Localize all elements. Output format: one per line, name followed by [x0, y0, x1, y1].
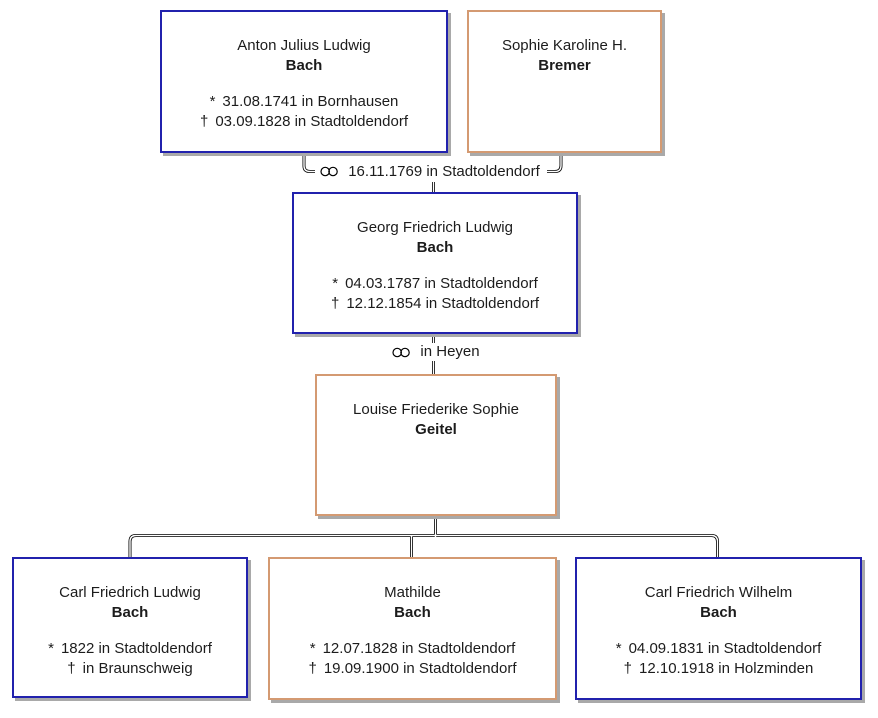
death-text: in Braunschweig — [82, 660, 193, 677]
marriage-label-georg-louise: in Heyen — [336, 342, 536, 362]
surname: Geitel — [415, 421, 457, 438]
death-symbol: † — [200, 113, 209, 130]
given-names: Mathilde — [384, 584, 441, 601]
death-symbol: † — [67, 660, 76, 677]
death-line: † 19.09.1900 in Stadtoldendorf — [270, 659, 555, 679]
person-box-anton-bach[interactable]: Anton Julius Ludwig Bach * 31.08.1741 in … — [160, 10, 448, 153]
surname: Bremer — [538, 57, 591, 74]
marriage-rings-icon — [392, 347, 412, 358]
death-text: 12.12.1854 in Stadtoldendorf — [346, 295, 539, 312]
person-name: Louise Friederike Sophie Geitel — [317, 400, 555, 440]
death-text: 19.09.1900 in Stadtoldendorf — [323, 660, 517, 677]
death-line: † 12.12.1854 in Stadtoldendorf — [294, 294, 576, 314]
person-box-louise-geitel[interactable]: Louise Friederike Sophie Geitel — [315, 374, 557, 516]
death-text: 12.10.1918 in Holzminden — [639, 660, 814, 677]
person-name: Sophie Karoline H. Bremer — [469, 36, 660, 76]
given-names: Sophie Karoline H. — [501, 37, 628, 54]
person-box-mathilde-bach[interactable]: Mathilde Bach * 12.07.1828 in Stadtoldend… — [268, 557, 557, 700]
person-name: Georg Friedrich Ludwig Bach — [294, 218, 576, 258]
surname: Bach — [394, 604, 431, 621]
birth-symbol: * — [332, 275, 339, 292]
person-box-georg-bach[interactable]: Georg Friedrich Ludwig Bach * 04.03.1787 … — [292, 192, 578, 334]
marriage-place: in Heyen — [420, 343, 480, 360]
person-box-carl-friedrich-wilhelm-bach[interactable]: Carl Friedrich Wilhelm Bach * 04.09.1831 … — [575, 557, 862, 700]
given-names: Carl Friedrich Ludwig — [59, 584, 201, 601]
surname: Bach — [111, 604, 149, 621]
given-names: Louise Friederike Sophie — [353, 401, 519, 418]
person-name: Anton Julius Ludwig Bach — [162, 36, 446, 76]
person-name: Carl Friedrich Wilhelm Bach — [577, 583, 860, 623]
person-dates: * 12.07.1828 in Stadtoldendorf † 19.09.190… — [270, 639, 555, 679]
death-symbol: † — [331, 295, 340, 312]
person-box-sophie-bremer[interactable]: Sophie Karoline H. Bremer — [467, 10, 662, 153]
death-line: † 12.10.1918 in Holzminden — [577, 659, 860, 679]
given-names: Carl Friedrich Wilhelm — [644, 584, 793, 601]
given-names: Georg Friedrich Ludwig — [357, 219, 513, 236]
death-line: † in Braunschweig — [14, 659, 246, 679]
birth-text: 12.07.1828 in Stadtoldendorf — [322, 640, 516, 657]
marriage-label-anton-sophie: 16.11.1769 in Stadtoldendorf — [230, 161, 630, 182]
birth-symbol: * — [209, 93, 216, 110]
birth-line: * 04.03.1787 in Stadtoldendorf — [294, 274, 576, 294]
birth-text: 04.09.1831 in Stadtoldendorf — [628, 640, 822, 657]
person-name: Mathilde Bach — [270, 583, 555, 623]
surname: Bach — [700, 604, 737, 621]
person-dates: * 04.03.1787 in Stadtoldendorf † 12.12.185… — [294, 274, 576, 314]
marriage-date-place: 16.11.1769 in Stadtoldendorf — [348, 162, 540, 180]
person-dates: * 31.08.1741 in Bornhausen † 03.09.1828 in… — [162, 92, 446, 132]
birth-text: 1822 in Stadtoldendorf — [60, 640, 212, 657]
birth-text: 04.03.1787 in Stadtoldendorf — [345, 275, 538, 292]
birth-line: * 04.09.1831 in Stadtoldendorf — [577, 639, 860, 659]
marriage-rings-icon — [320, 166, 340, 177]
death-line: † 03.09.1828 in Stadtoldendorf — [162, 112, 446, 132]
person-dates: * 1822 in Stadtoldendorf † in Braunschweig — [14, 639, 246, 679]
death-text: 03.09.1828 in Stadtoldendorf — [215, 113, 408, 130]
birth-line: * 12.07.1828 in Stadtoldendorf — [270, 639, 555, 659]
surname: Bach — [416, 239, 454, 256]
birth-symbol: * — [615, 640, 622, 657]
person-name: Carl Friedrich Ludwig Bach — [14, 583, 246, 623]
birth-text: 31.08.1741 in Bornhausen — [222, 93, 399, 110]
birth-line: * 31.08.1741 in Bornhausen — [162, 92, 446, 112]
person-box-carl-friedrich-ludwig-bach[interactable]: Carl Friedrich Ludwig Bach * 1822 in Stad… — [12, 557, 248, 698]
birth-symbol: * — [309, 640, 316, 657]
birth-line: * 1822 in Stadtoldendorf — [14, 639, 246, 659]
given-names: Anton Julius Ludwig — [237, 37, 371, 54]
surname: Bach — [285, 57, 323, 74]
person-dates: * 04.09.1831 in Stadtoldendorf † 12.10.191… — [577, 639, 860, 679]
death-symbol: † — [308, 660, 317, 677]
death-symbol: † — [623, 660, 633, 677]
birth-symbol: * — [48, 640, 54, 657]
